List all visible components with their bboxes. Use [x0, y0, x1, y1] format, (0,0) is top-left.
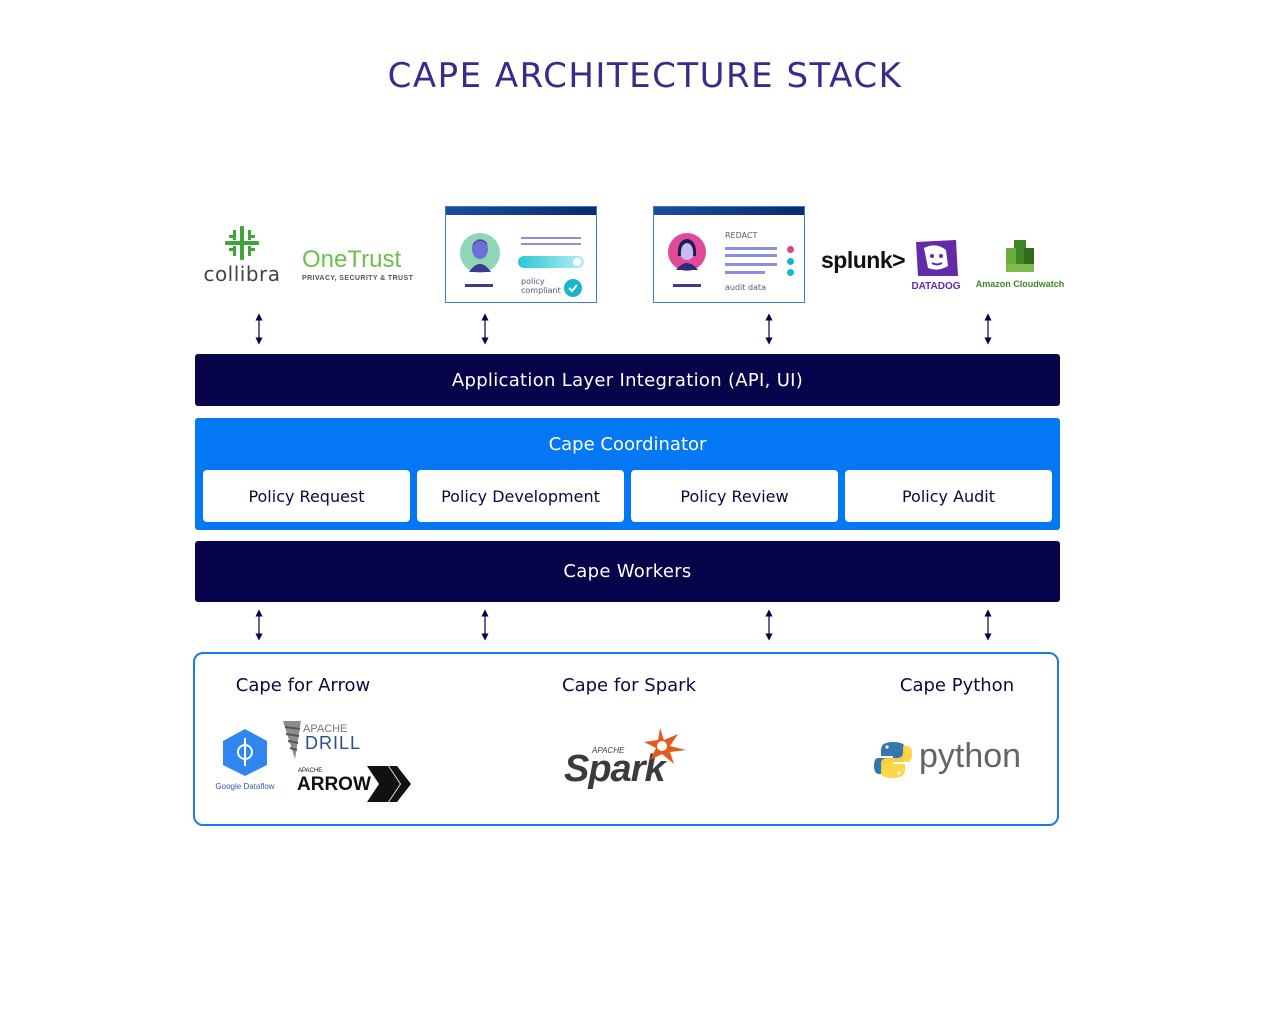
status-dot — [787, 246, 794, 253]
policy-compliant-card: policy compliant — [445, 206, 597, 303]
card-header-bar — [654, 207, 804, 215]
text-line — [521, 243, 581, 245]
collibra-logo: collibra — [200, 224, 284, 286]
cape-workers-bar: Cape Workers — [195, 541, 1060, 602]
top-connector-arrows — [255, 313, 992, 345]
python-logo: python — [873, 737, 1033, 784]
policy-request-box: Policy Request — [203, 470, 410, 522]
policy-review-box: Policy Review — [631, 470, 838, 522]
text-line — [521, 237, 581, 239]
cape-for-arrow-label: Cape for Arrow — [235, 675, 371, 696]
page-title: CAPE ARCHITECTURE STACK — [387, 56, 903, 96]
card-header-bar — [446, 207, 596, 215]
redact-audit-card: REDACT audit data — [653, 206, 805, 303]
coordinator-title: Cape Coordinator — [548, 434, 707, 455]
onetrust-wordmark: OneTrust — [302, 246, 402, 273]
arrow-apache-text: APACHE — [298, 768, 323, 774]
status-dot — [787, 269, 794, 276]
cloudwatch-logo: Amazon Cloudwatch — [970, 238, 1070, 289]
avatar-underline — [673, 284, 701, 287]
datadog-logo: DATADOG — [908, 238, 964, 292]
splunk-logo: splunk> — [821, 247, 906, 273]
spark-star-icon — [644, 728, 686, 764]
collibra-wordmark: collibra — [203, 262, 281, 286]
bottom-connector-arrows — [255, 609, 992, 641]
policy-audit-box: Policy Audit — [845, 470, 1052, 522]
apache-drill-logo: APACHE DRILL — [281, 719, 376, 763]
audit-data-label: audit data — [725, 283, 766, 292]
redact-label: REDACT — [725, 231, 758, 240]
google-dataflow-logo: Google Dataflow — [210, 726, 280, 791]
drill-text: DRILL — [305, 733, 362, 753]
apache-arrow-logo: APACHE ARROW — [297, 764, 415, 806]
python-snakes-icon — [874, 742, 912, 778]
spark-apache-text: APACHE — [592, 746, 625, 755]
libraries-container — [193, 652, 1059, 826]
drill-bit-icon — [283, 721, 301, 759]
compliant-label: compliant — [521, 286, 561, 295]
python-text: python — [919, 737, 1022, 775]
status-dot — [787, 258, 794, 265]
dataflow-wordmark: Google Dataflow — [215, 782, 275, 791]
text-line — [725, 271, 765, 274]
progress-toggle — [518, 256, 584, 268]
chevrons-icon — [367, 766, 411, 802]
text-line — [725, 247, 777, 250]
drill-apache-text: APACHE — [303, 723, 348, 735]
cape-python-label: Cape Python — [899, 675, 1015, 696]
dataflow-hexagon-icon — [223, 729, 267, 776]
onetrust-tagline: PRIVACY, SECURITY & TRUST — [302, 275, 414, 282]
onetrust-logo: OneTrust PRIVACY, SECURITY & TRUST — [302, 246, 417, 282]
user-avatar-icon — [460, 233, 500, 273]
check-circle-icon — [564, 279, 582, 297]
apache-spark-logo: APACHE Spark — [564, 726, 692, 792]
arrow-text: ARROW — [297, 774, 371, 795]
policy-label: policy — [521, 277, 545, 286]
text-line — [725, 254, 777, 257]
application-layer-bar: Application Layer Integration (API, UI) — [195, 354, 1060, 406]
cloudwatch-icon — [1006, 240, 1034, 272]
datadog-dog-icon — [916, 240, 958, 276]
cape-for-spark-label: Cape for Spark — [562, 675, 696, 696]
cloudwatch-wordmark: Amazon Cloudwatch — [975, 279, 1065, 289]
user-avatar-icon — [668, 233, 706, 271]
avatar-underline — [465, 284, 493, 287]
datadog-wordmark: DATADOG — [911, 281, 961, 292]
spark-text: Spark — [564, 748, 666, 790]
cape-coordinator: Cape Coordinator Policy Request Policy D… — [195, 418, 1060, 530]
text-line — [725, 263, 777, 266]
policy-development-box: Policy Development — [417, 470, 624, 522]
collibra-icon — [225, 226, 259, 260]
